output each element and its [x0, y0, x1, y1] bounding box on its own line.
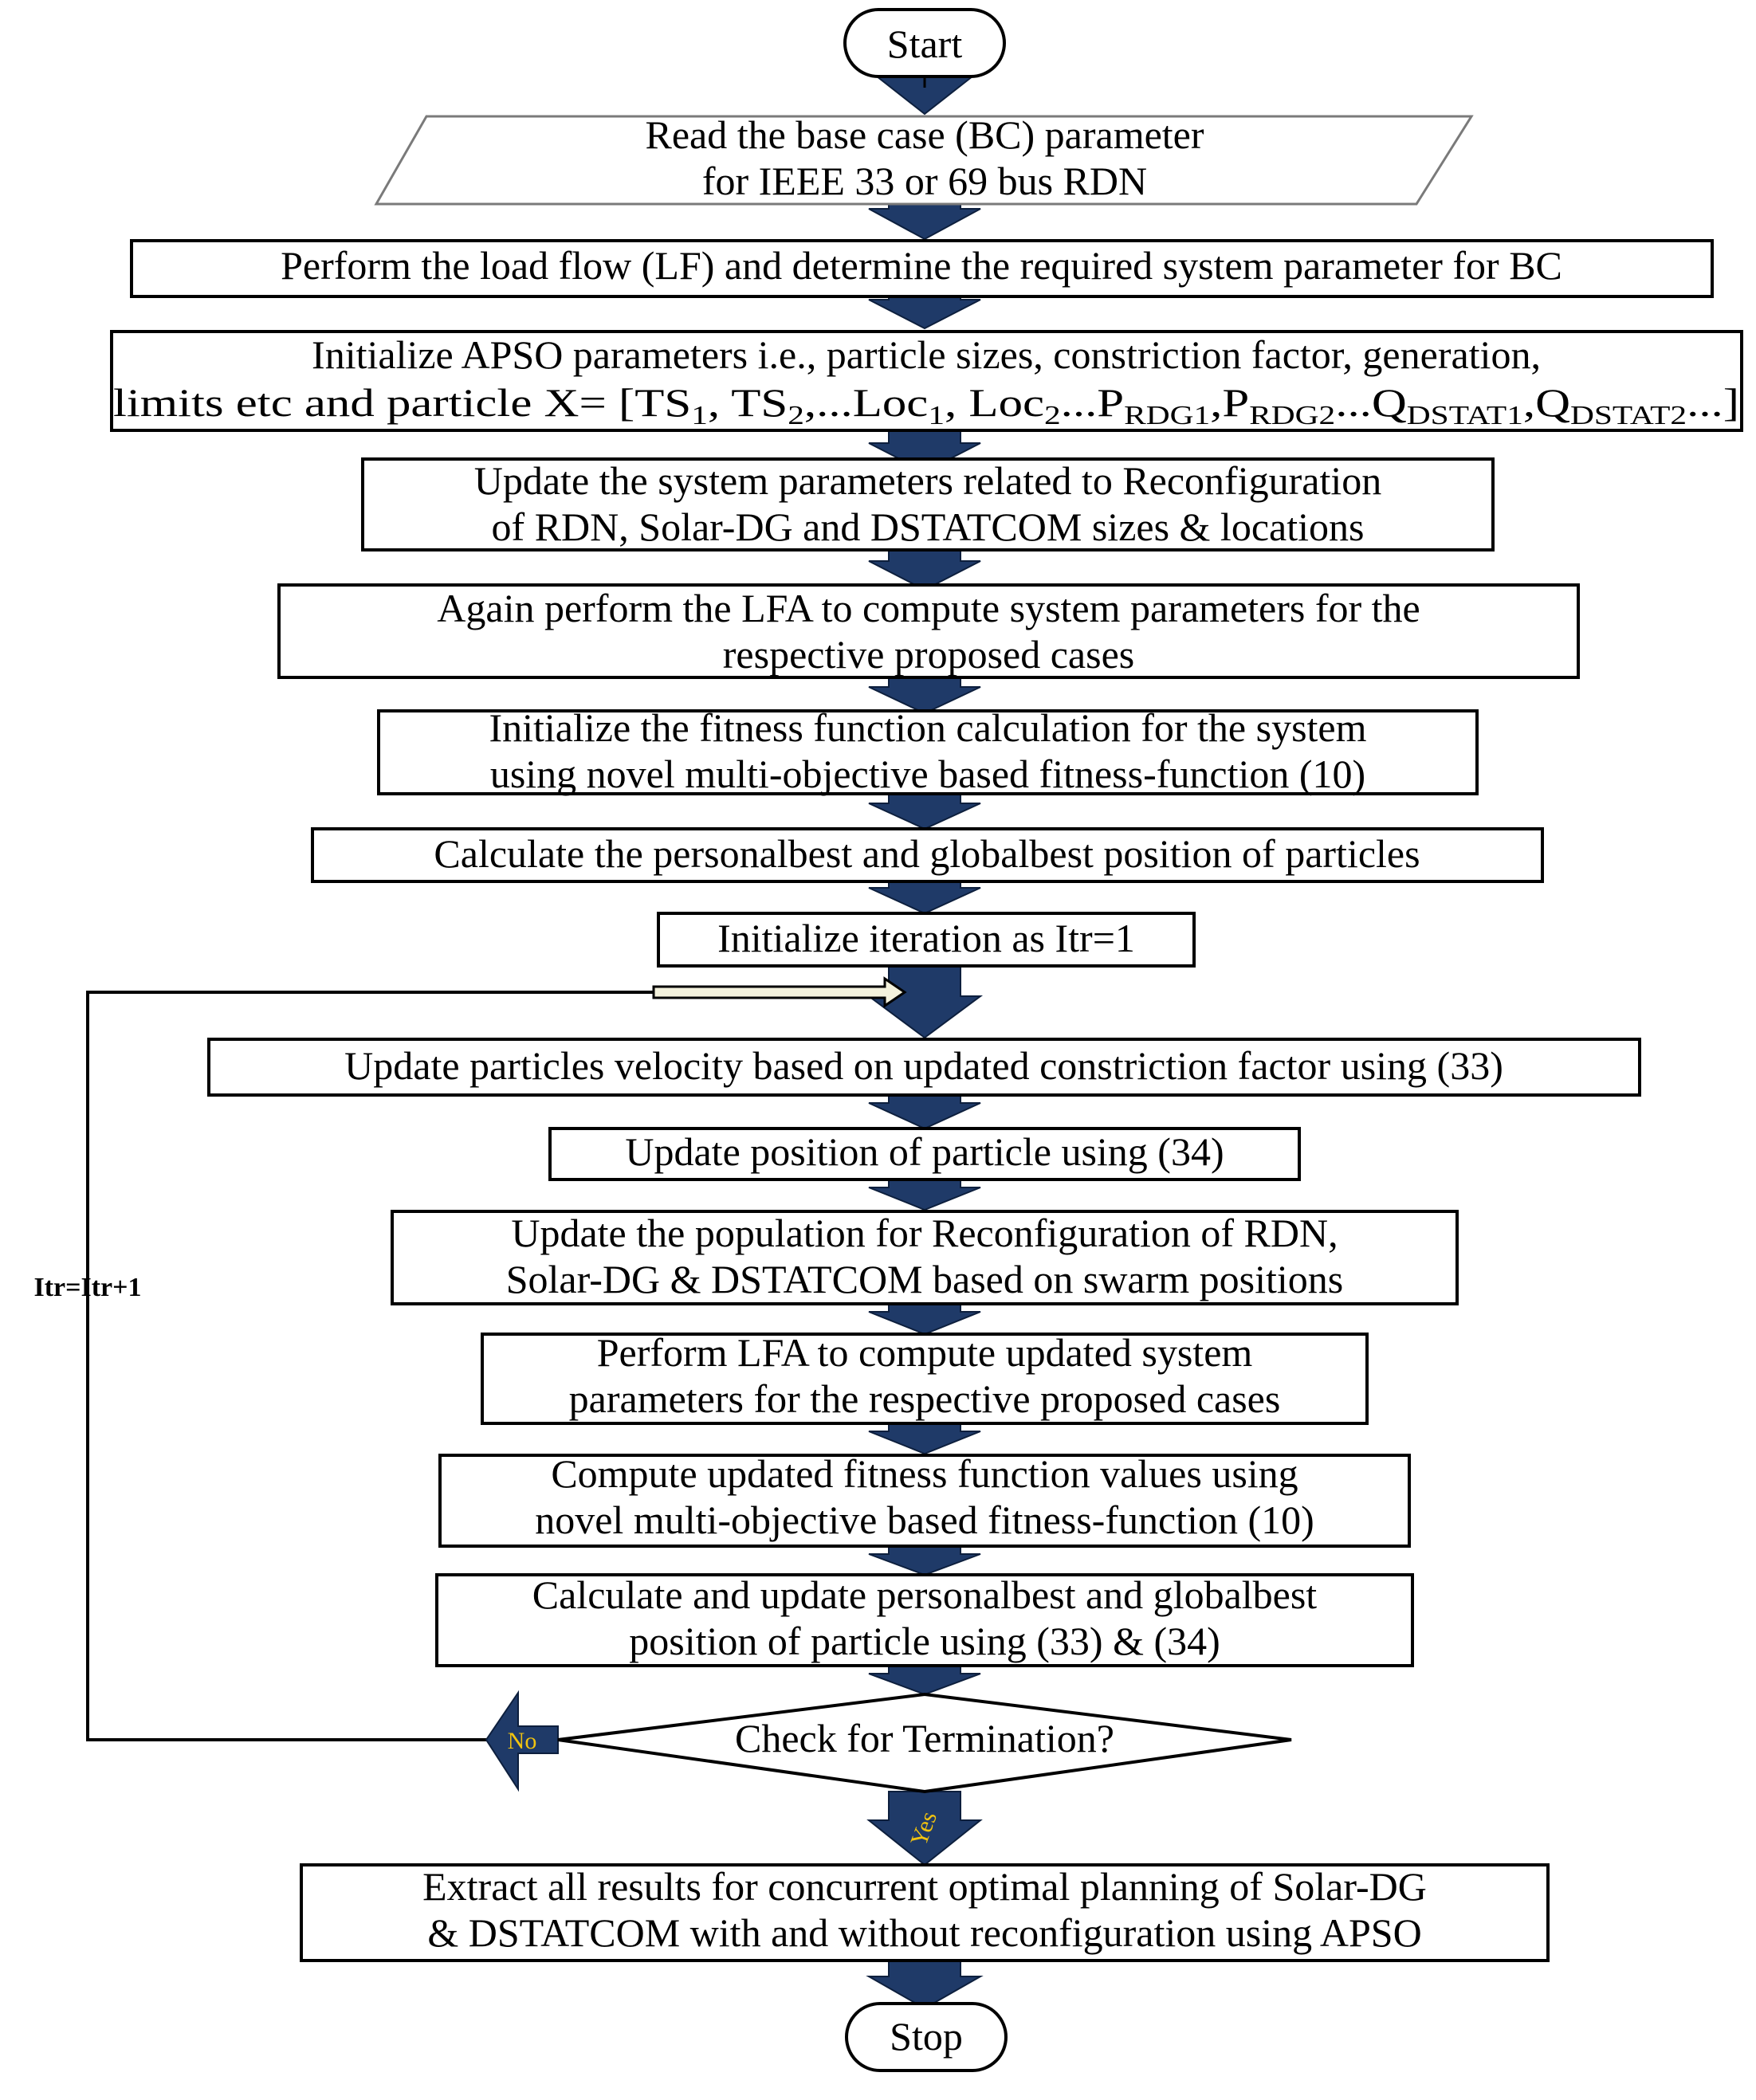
down-arrow	[868, 881, 981, 915]
svg-text:Start: Start	[887, 22, 963, 66]
update-velocity-node: Update particles velocity based on updat…	[207, 1038, 1641, 1097]
down-arrow	[866, 1791, 983, 1866]
svg-text:Initialize the fitness functio: Initialize the fitness function calculat…	[489, 705, 1366, 750]
svg-text:& DSTATCOM with and without re: & DSTATCOM with and without reconfigurat…	[427, 1910, 1421, 1955]
svg-text:Perform LFA to compute updated: Perform LFA to compute updated system	[597, 1330, 1253, 1375]
svg-text:Check for Termination?: Check for Termination?	[735, 1716, 1114, 1760]
extract-results-node: Extract all results for concurrent optim…	[300, 1863, 1550, 1962]
svg-text:for IEEE 33 or 69 bus RDN: for IEEE 33 or 69 bus RDN	[702, 159, 1147, 203]
down-arrow	[868, 549, 981, 591]
svg-text:Perform the load flow (LF) and: Perform the load flow (LF) and determine…	[281, 243, 1562, 288]
svg-text:Update the population for Reco: Update the population for Reconfiguratio…	[511, 1211, 1338, 1255]
calc-best-node: Calculate the personalbest and globalbes…	[311, 827, 1544, 883]
svg-text:Read the base case (BC) parame: Read the base case (BC) parameter	[645, 112, 1204, 157]
down-arrow	[868, 1094, 981, 1130]
svg-text:Compute updated fitness functi: Compute updated fitness function values …	[551, 1451, 1298, 1496]
svg-text:position of particle using (33: position of particle using (33) & (34)	[629, 1619, 1220, 1663]
svg-text:Stop: Stop	[890, 2014, 963, 2059]
no-arrow	[485, 1690, 559, 1792]
svg-text:Update the system parameters r: Update the system parameters related to …	[474, 458, 1381, 503]
termination-decision: Check for Termination?	[557, 1692, 1292, 1794]
svg-text:Solar-DG & DSTATCOM based on s: Solar-DG & DSTATCOM based on swarm posit…	[506, 1257, 1344, 1301]
svg-text:respective proposed cases: respective proposed cases	[723, 632, 1134, 677]
stop-node: Stop	[845, 2002, 1008, 2072]
loop-back-line	[86, 991, 654, 1741]
load-flow-node: Perform the load flow (LF) and determine…	[130, 239, 1714, 298]
update-system-node: Update the system parameters related to …	[361, 457, 1495, 551]
svg-text:Again perform the LFA to compu: Again perform the LFA to compute system …	[437, 586, 1420, 630]
svg-text:Update position of particle us: Update position of particle using (34)	[625, 1129, 1224, 1174]
update-best-node: Calculate and update personalbest and gl…	[435, 1572, 1414, 1667]
down-arrow	[868, 793, 981, 830]
read-params-node: Read the base case (BC) parameter for IE…	[374, 112, 1474, 206]
init-apso-node: Initialize APSO parameters i.e., particl…	[110, 330, 1743, 432]
no-label: No	[508, 1728, 537, 1754]
svg-text:Initialize iteration as Itr=1: Initialize iteration as Itr=1	[717, 916, 1135, 960]
perform-lfa-node: Perform LFA to compute updated system pa…	[481, 1330, 1369, 1425]
down-arrow	[868, 1545, 981, 1576]
down-arrow	[868, 1423, 981, 1455]
svg-text:Calculate the personalbest and: Calculate the personalbest and globalbes…	[434, 831, 1420, 876]
svg-text:Initialize APSO parameters i.e: Initialize APSO parameters i.e., particl…	[312, 332, 1541, 377]
loop-arrow	[652, 976, 907, 1008]
down-arrow	[866, 1960, 984, 2010]
again-lfa-node: Again perform the LFA to compute system …	[277, 583, 1580, 679]
down-arrow	[868, 1665, 981, 1696]
compute-fitness-node: Compute updated fitness function values …	[438, 1451, 1411, 1548]
update-population-node: Update the population for Reconfiguratio…	[391, 1210, 1459, 1305]
svg-text:parameters for the respective: parameters for the respective proposed c…	[569, 1376, 1281, 1421]
init-fitness-node: Initialize the fitness function calculat…	[377, 705, 1479, 796]
svg-text:limits etc and particle X= [TS: limits etc and particle X= [TS1, TS2,...…	[113, 380, 1739, 430]
down-arrow	[868, 1179, 981, 1211]
loop-label: Itr=Itr+1	[33, 1273, 141, 1302]
update-position-node: Update position of particle using (34)	[548, 1127, 1301, 1181]
svg-text:using novel multi-objective ba: using novel multi-objective based fitnes…	[490, 752, 1365, 796]
svg-text:novel multi-objective based fi: novel multi-objective based fitness-func…	[535, 1497, 1314, 1542]
svg-text:of RDN, Solar-DG and DSTATCOM: of RDN, Solar-DG and DSTATCOM sizes & lo…	[492, 504, 1365, 549]
svg-text:Update particles velocity base: Update particles velocity based on updat…	[344, 1043, 1503, 1088]
init-iteration-node: Initialize iteration as Itr=1	[657, 912, 1196, 968]
svg-text:Calculate and update personalb: Calculate and update personalbest and gl…	[532, 1572, 1318, 1617]
svg-text:Extract all results for concur: Extract all results for concurrent optim…	[422, 1864, 1427, 1909]
start-node: Start	[843, 8, 1006, 78]
